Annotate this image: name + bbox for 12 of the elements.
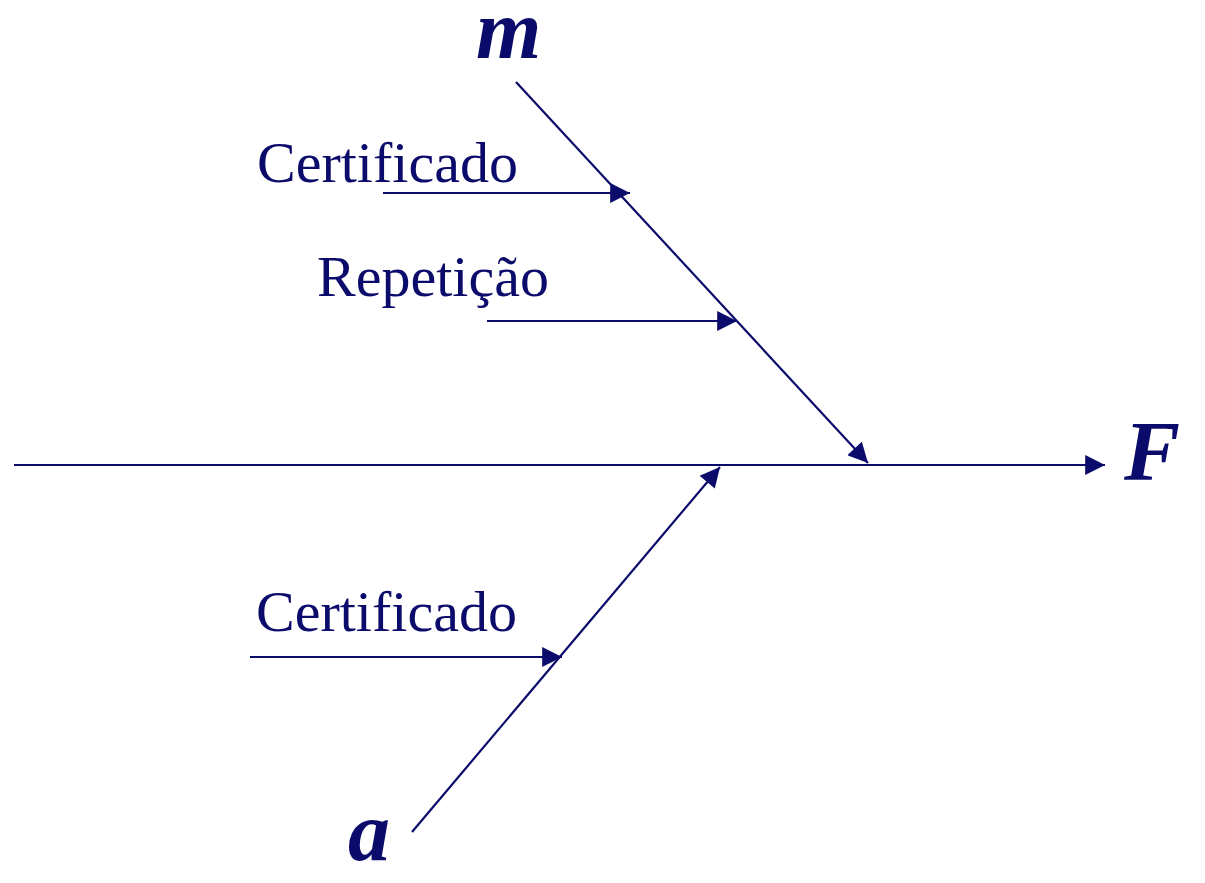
cause-label: Certificado: [257, 134, 518, 192]
arrow: [250, 647, 562, 667]
arrow: [515, 81, 869, 464]
cause-label: Repetição: [317, 248, 549, 306]
arrow: [411, 466, 721, 833]
spine-arrow: [14, 455, 1105, 475]
arrow: [383, 183, 630, 203]
cause-label: Certificado: [256, 583, 517, 641]
arrow: [487, 311, 737, 331]
effect-label: F: [1124, 410, 1181, 494]
force-variable-label: a: [348, 790, 390, 874]
force-variable-label: m: [476, 0, 542, 72]
